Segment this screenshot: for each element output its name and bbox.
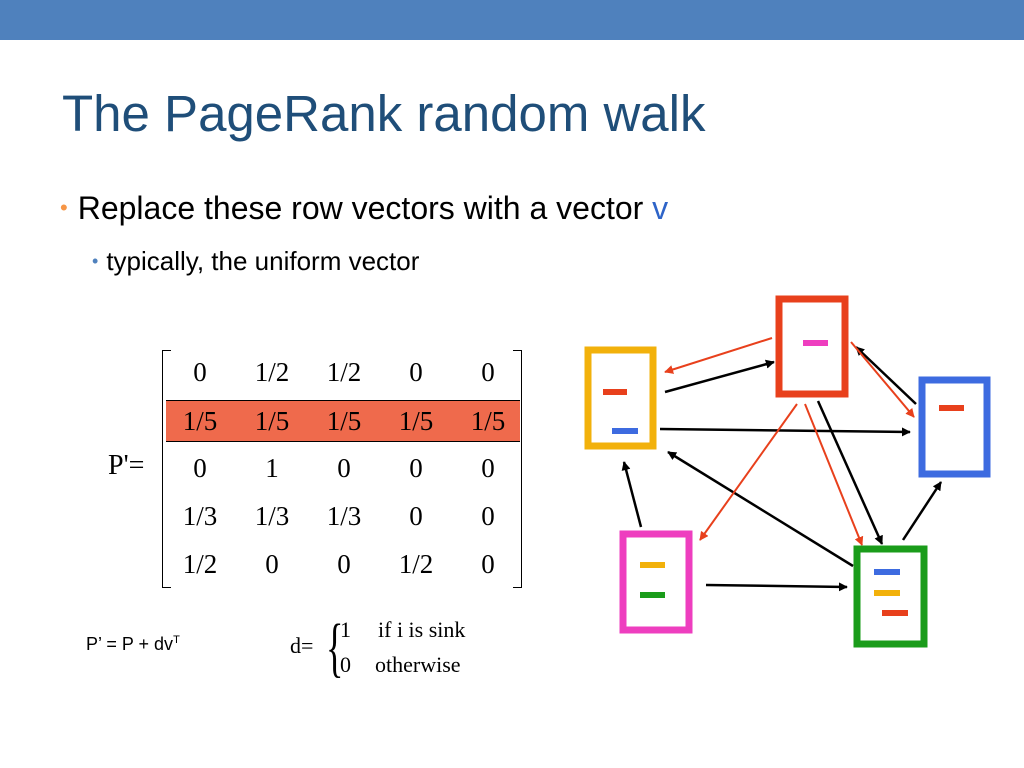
matrix-cell: 0 [337,453,351,483]
matrix-cell: 1/2 [398,549,434,579]
matrix-cell: 0 [193,357,207,387]
node-mark [640,592,665,598]
case-2-condition: otherwise [375,652,461,677]
matrix-right-bracket [513,350,522,588]
matrix-cell: 1/5 [470,406,506,436]
matrix-label: P'= [108,450,145,481]
edge-blue-to-red [855,346,917,405]
node-frame [584,346,657,450]
slide-title: The PageRank random walk [62,85,706,142]
edge-green-to-yellow [667,450,854,568]
edge-sink-to-pink [699,403,798,541]
node-mark [803,340,828,346]
matrix-row: 1/2 0 0 1/2 0 [166,544,520,584]
node-pink [619,530,693,634]
transition-matrix: 0 1/2 1/2 0 0 1/5 1/5 1/5 1/5 1/5 0 1 0 … [162,350,522,588]
node-frame [853,545,928,648]
case-1-condition: if i is sink [378,617,466,642]
bullet-dot-icon: • [60,195,68,220]
edge-red-to-green [816,400,884,545]
matrix-left-bracket [162,350,171,588]
matrix-cell: 0 [337,549,351,579]
edge-sink-to-yellow [664,337,773,374]
matrix-cell: 1/5 [254,406,290,436]
matrix-row-highlighted: 1/5 1/5 1/5 1/5 1/5 [166,400,520,442]
matrix-row: 1/3 1/3 1/3 0 0 [166,496,520,536]
matrix-row: 0 1/2 1/2 0 0 [166,352,520,392]
node-mark [640,562,665,568]
edge-pink-to-yellow [621,461,643,528]
case-2-value: 0 [340,652,351,677]
node-mark [874,569,900,575]
edge-sink-to-green [804,403,864,546]
node-red [775,295,849,398]
matrix-cell: 1/2 [254,357,290,387]
edge-yellow-to-blue [659,427,911,437]
node-yellow [584,346,657,450]
matrix-cell: 0 [481,549,495,579]
matrix-cell: 1/3 [326,501,362,531]
node-mark [874,590,900,596]
matrix-row: 0 1 0 0 0 [166,448,520,488]
case-brace: { [326,611,344,684]
matrix-cell: 1/5 [398,406,434,436]
matrix-cell: 1/2 [182,549,218,579]
pagerank-graph [584,295,991,648]
matrix-cell: 0 [481,453,495,483]
matrix-cell: 0 [265,549,279,579]
edge-pink-to-green [705,582,848,592]
node-mark [612,428,638,434]
sub-bullet-dot-icon: • [92,251,99,271]
bullet-sub: • typically, the uniform vector [92,246,419,277]
d-definition-label: d= [290,633,314,658]
edge-sink-to-blue [850,341,915,418]
node-blue [918,376,991,478]
node-mark [882,610,908,616]
transpose-superscript: T [173,634,180,646]
matrix-cell: 0 [409,501,423,531]
node-frame [619,530,693,634]
bullet-sub-text: typically, the uniform vector [106,246,420,276]
edge-green-to-blue [901,481,943,541]
update-formula: P’ = P + dvT [86,634,180,655]
vector-symbol: v [652,190,669,226]
case-1-value: 1 [340,617,351,642]
matrix-cell: 1/3 [254,501,290,531]
update-formula-main: P’ = P + dv [86,634,174,654]
node-green [853,545,928,648]
matrix-cell: 0 [193,453,207,483]
matrix-cell: 0 [409,453,423,483]
node-mark [603,389,627,395]
bullet-main-text: Replace these row vectors with a vector [77,190,653,226]
node-frame [918,376,991,478]
node-frame [775,295,849,398]
matrix-cell: 0 [481,501,495,531]
matrix-cell: 1 [265,453,279,483]
matrix-cell: 1/5 [326,406,362,436]
matrix-cell: 0 [481,357,495,387]
bullet-main: • Replace these row vectors with a vector… [60,190,668,227]
node-mark [939,405,964,411]
matrix-cell: 0 [409,357,423,387]
edge-yellow-to-red [664,359,775,394]
top-accent-bar [0,0,1024,40]
matrix-cell: 1/3 [182,501,218,531]
matrix-cell: 1/2 [326,357,362,387]
matrix-cell: 1/5 [182,406,218,436]
